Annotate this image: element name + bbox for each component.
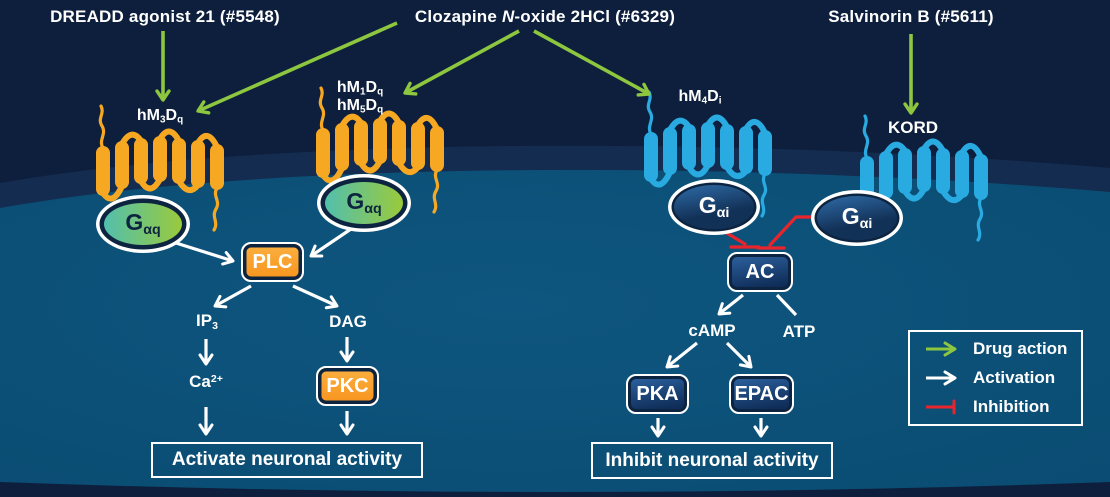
enzyme-box-pkc: PKC bbox=[316, 366, 379, 406]
outcome-label-activate: Activate neuronal activity bbox=[171, 449, 403, 470]
arrow-gaq2-to-plc bbox=[309, 227, 352, 258]
activation-arrow-icon bbox=[926, 370, 957, 386]
legend-item-drug-action: Drug action bbox=[925, 339, 1081, 359]
receptor-label-hm4di: hM4Di bbox=[678, 87, 722, 107]
receptor-label-hm1dq: hM1Dq bbox=[336, 78, 384, 98]
inhibit-line-gai2-to-ac bbox=[768, 215, 814, 247]
enzyme-label-pka: PKA bbox=[636, 382, 679, 405]
outcome-box-inhibit: Inhibit neuronal activity bbox=[591, 442, 833, 479]
legend-label-activation: Activation bbox=[973, 368, 1056, 387]
arrow-camp-to-epac bbox=[725, 341, 753, 369]
gprotein-label-gai-2: Gαi bbox=[841, 203, 873, 233]
enzyme-label-epac: EPAC bbox=[734, 382, 789, 405]
gprotein-gaq-1 bbox=[96, 195, 190, 253]
enzyme-box-plc: PLC bbox=[241, 242, 304, 282]
metabolite-label-ip3: IP3 bbox=[196, 311, 218, 332]
gprotein-label-gaq-1: Gαq bbox=[125, 209, 161, 239]
legend-label-inhibition: Inhibition bbox=[973, 397, 1050, 416]
gprotein-gaq-2 bbox=[317, 174, 411, 232]
drug-action-arrow-icon bbox=[926, 341, 957, 357]
gprotein-gai-2 bbox=[811, 190, 903, 246]
receptor-label-hm5dq: hM5Dq bbox=[336, 96, 384, 116]
enzyme-box-epac: EPAC bbox=[729, 374, 794, 414]
arrow-cno-to-hm3dq bbox=[196, 21, 398, 115]
drug-label-clozapine-n-oxide: Clozapine N-oxide 2HCl (#6329) bbox=[414, 7, 676, 27]
drug-label-salvinorin-b: Salvinorin B (#5611) bbox=[828, 7, 994, 27]
outcome-label-inhibit: Inhibit neuronal activity bbox=[605, 449, 819, 471]
line-ac-to-atp bbox=[775, 293, 798, 317]
metabolite-label-dag: DAG bbox=[329, 312, 367, 332]
legend-item-inhibition: Inhibition bbox=[925, 397, 1081, 417]
enzyme-label-plc: PLC bbox=[252, 250, 293, 273]
arrow-cno-to-hm4di bbox=[533, 29, 651, 97]
arrow-camp-to-pka bbox=[665, 341, 698, 369]
drug-label-dreadd-agonist-21: DREADD agonist 21 (#5548) bbox=[50, 7, 280, 27]
legend-label-drug-action: Drug action bbox=[973, 339, 1068, 358]
inhibition-bar-icon bbox=[926, 399, 956, 415]
enzyme-box-pka: PKA bbox=[626, 374, 689, 414]
gprotein-gai-1 bbox=[668, 179, 760, 235]
drug-action-arrows bbox=[155, 21, 919, 115]
legend: Drug action Activation Inhibition bbox=[908, 330, 1083, 426]
enzyme-label-pkc: PKC bbox=[326, 374, 369, 397]
outcome-box-activate: Activate neuronal activity bbox=[151, 442, 423, 478]
enzyme-label-ac: AC bbox=[745, 260, 775, 283]
metabolite-label-camp: cAMP bbox=[688, 321, 736, 341]
arrow-plc-to-ip3 bbox=[213, 284, 252, 309]
receptor-label-hm3dq: hM3Dq bbox=[136, 106, 184, 126]
metabolite-label-ca2: Ca2+ bbox=[189, 372, 223, 392]
arrow-gaq1-to-plc bbox=[175, 241, 235, 266]
cell-membrane-band bbox=[0, 145, 1110, 208]
arrow-cno-to-hm1dq-hm5dq bbox=[403, 29, 520, 96]
legend-item-activation: Activation bbox=[925, 368, 1081, 388]
activation-arrows bbox=[175, 227, 798, 438]
receptor-label-kord: KORD bbox=[887, 118, 939, 138]
arrow-plc-to-dag bbox=[292, 284, 339, 310]
metabolite-label-atp: ATP bbox=[782, 322, 816, 342]
gprotein-label-gaq-2: Gαq bbox=[346, 188, 382, 218]
enzyme-box-ac: AC bbox=[727, 252, 793, 292]
gprotein-label-gai-1: Gαi bbox=[698, 192, 730, 222]
arrow-ac-to-camp bbox=[717, 293, 744, 316]
